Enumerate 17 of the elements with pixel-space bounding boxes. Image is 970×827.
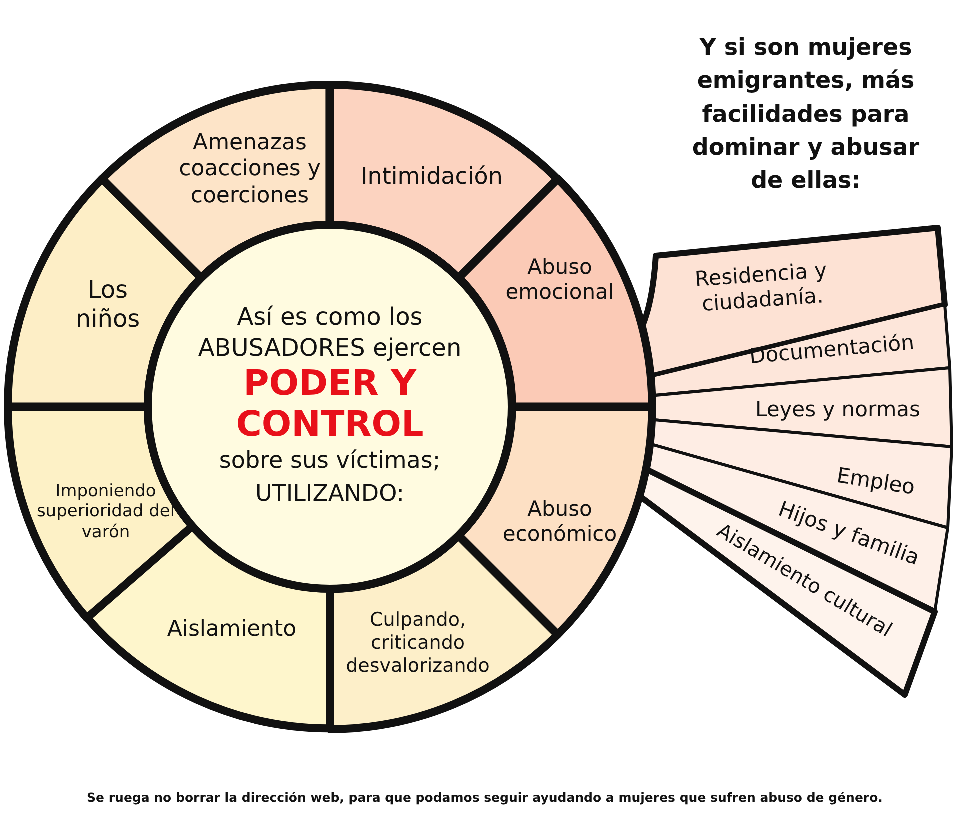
segment-label: Imponiendo superioridad del varón	[36, 481, 176, 543]
segment-label: Aislamiento	[166, 616, 298, 644]
band-label: Empleo	[834, 462, 918, 502]
segment-label: Amenazas coacciones y coerciones	[178, 130, 322, 210]
segment-label: Abuso económico	[502, 496, 618, 548]
footer-note: Se ruega no borrar la dirección web, para que podamos seguir ayudando a mujeres que sufren abuso de género.	[86, 790, 884, 805]
side-heading: Y si son mujeres emigrantes, más facilidades para dominar y abusar de ellas:	[691, 34, 921, 196]
segment-label: Abuso emocional	[504, 254, 616, 306]
highlighted-heading: PODER Y CONTROL	[235, 364, 425, 446]
band-label: Leyes y normas	[754, 397, 922, 423]
center-text: sobre sus víctimas; UTILIZANDO:	[218, 447, 442, 510]
band-label: Documentación	[748, 329, 916, 371]
segment-label: Culpando, criticando desvalorizando	[345, 608, 491, 678]
center-text: Así es como los ABUSADORES ejercen	[197, 302, 463, 364]
segment-label: Los niños	[74, 276, 142, 334]
segment-label: Intimidación	[360, 164, 504, 192]
band-label: Residencia y ciudadanía.	[693, 257, 829, 318]
